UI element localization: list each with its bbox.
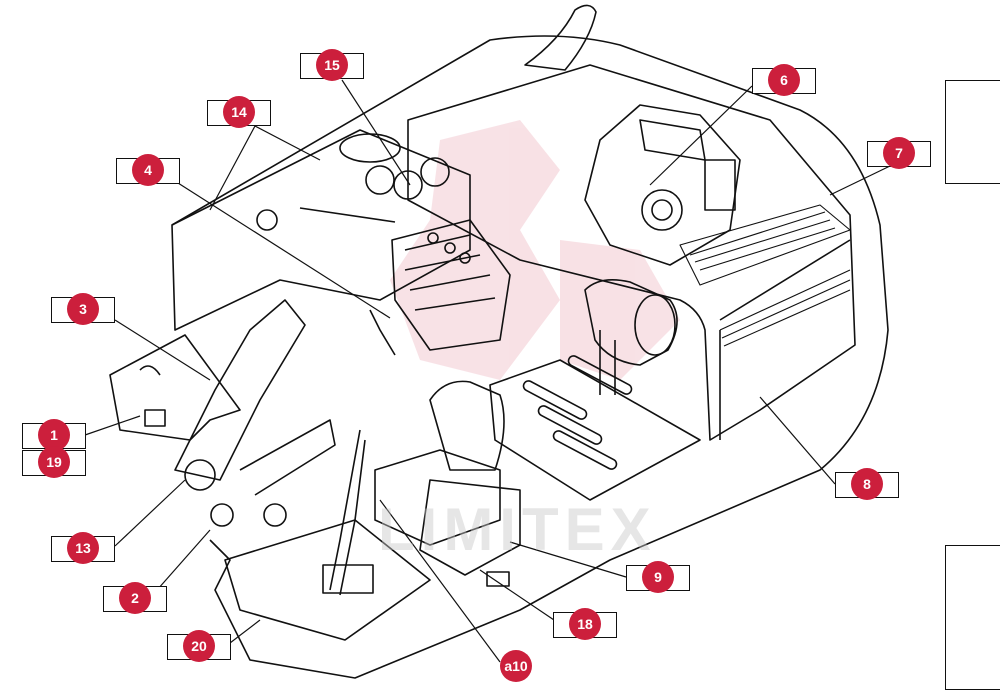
operator-seat [374, 380, 521, 576]
edge-panel-top [945, 80, 1000, 184]
hydraulic-tank [171, 129, 471, 331]
floor-plate [489, 355, 701, 501]
air-filter [584, 279, 678, 395]
callout-a10[interactable]: a10 [484, 650, 548, 682]
callout-15-label: 15 [316, 49, 348, 81]
edge-panel-bottom [945, 545, 1000, 690]
callout-9-label: 9 [642, 561, 674, 593]
control-valve [365, 157, 511, 351]
callout-7[interactable]: 7 [867, 137, 931, 169]
callout-13[interactable]: 13 [51, 532, 115, 564]
callout-3[interactable]: 3 [51, 293, 115, 325]
exhaust-pipe [524, 4, 597, 71]
callout-14-label: 14 [223, 96, 255, 128]
callout-15[interactable]: 15 [300, 49, 364, 81]
upper-structure-outline [171, 35, 889, 679]
callout-18-label: 18 [569, 608, 601, 640]
callout-4[interactable]: 4 [116, 154, 180, 186]
callout-8[interactable]: 8 [835, 468, 899, 500]
engine-block [584, 104, 741, 266]
engine-hood [407, 64, 856, 441]
callout-2[interactable]: 2 [103, 582, 167, 614]
callout-1-label: 1 [38, 419, 70, 451]
callout-13-label: 13 [67, 532, 99, 564]
boom-arm [174, 299, 336, 527]
watermark-logo [390, 120, 680, 380]
callout-8-label: 8 [851, 468, 883, 500]
callout-20[interactable]: 20 [167, 630, 231, 662]
callout-19-label: 19 [38, 446, 70, 478]
callout-19[interactable]: 19 [22, 446, 86, 478]
callout-14[interactable]: 14 [207, 96, 271, 128]
callout-18[interactable]: 18 [553, 608, 617, 640]
callout-6-label: 6 [768, 64, 800, 96]
side-box [109, 334, 241, 441]
callout-3-label: 3 [67, 293, 99, 325]
callout-20-label: 20 [183, 630, 215, 662]
callout-a10-label: a10 [500, 650, 532, 682]
callout-6[interactable]: 6 [752, 64, 816, 96]
callout-9[interactable]: 9 [626, 561, 690, 593]
radiator-grille [679, 204, 851, 347]
cab-floor [224, 519, 431, 641]
watermark-text: LIMITEX [378, 496, 657, 563]
callout-4-label: 4 [132, 154, 164, 186]
callout-2-label: 2 [119, 582, 151, 614]
callout-7-label: 7 [883, 137, 915, 169]
